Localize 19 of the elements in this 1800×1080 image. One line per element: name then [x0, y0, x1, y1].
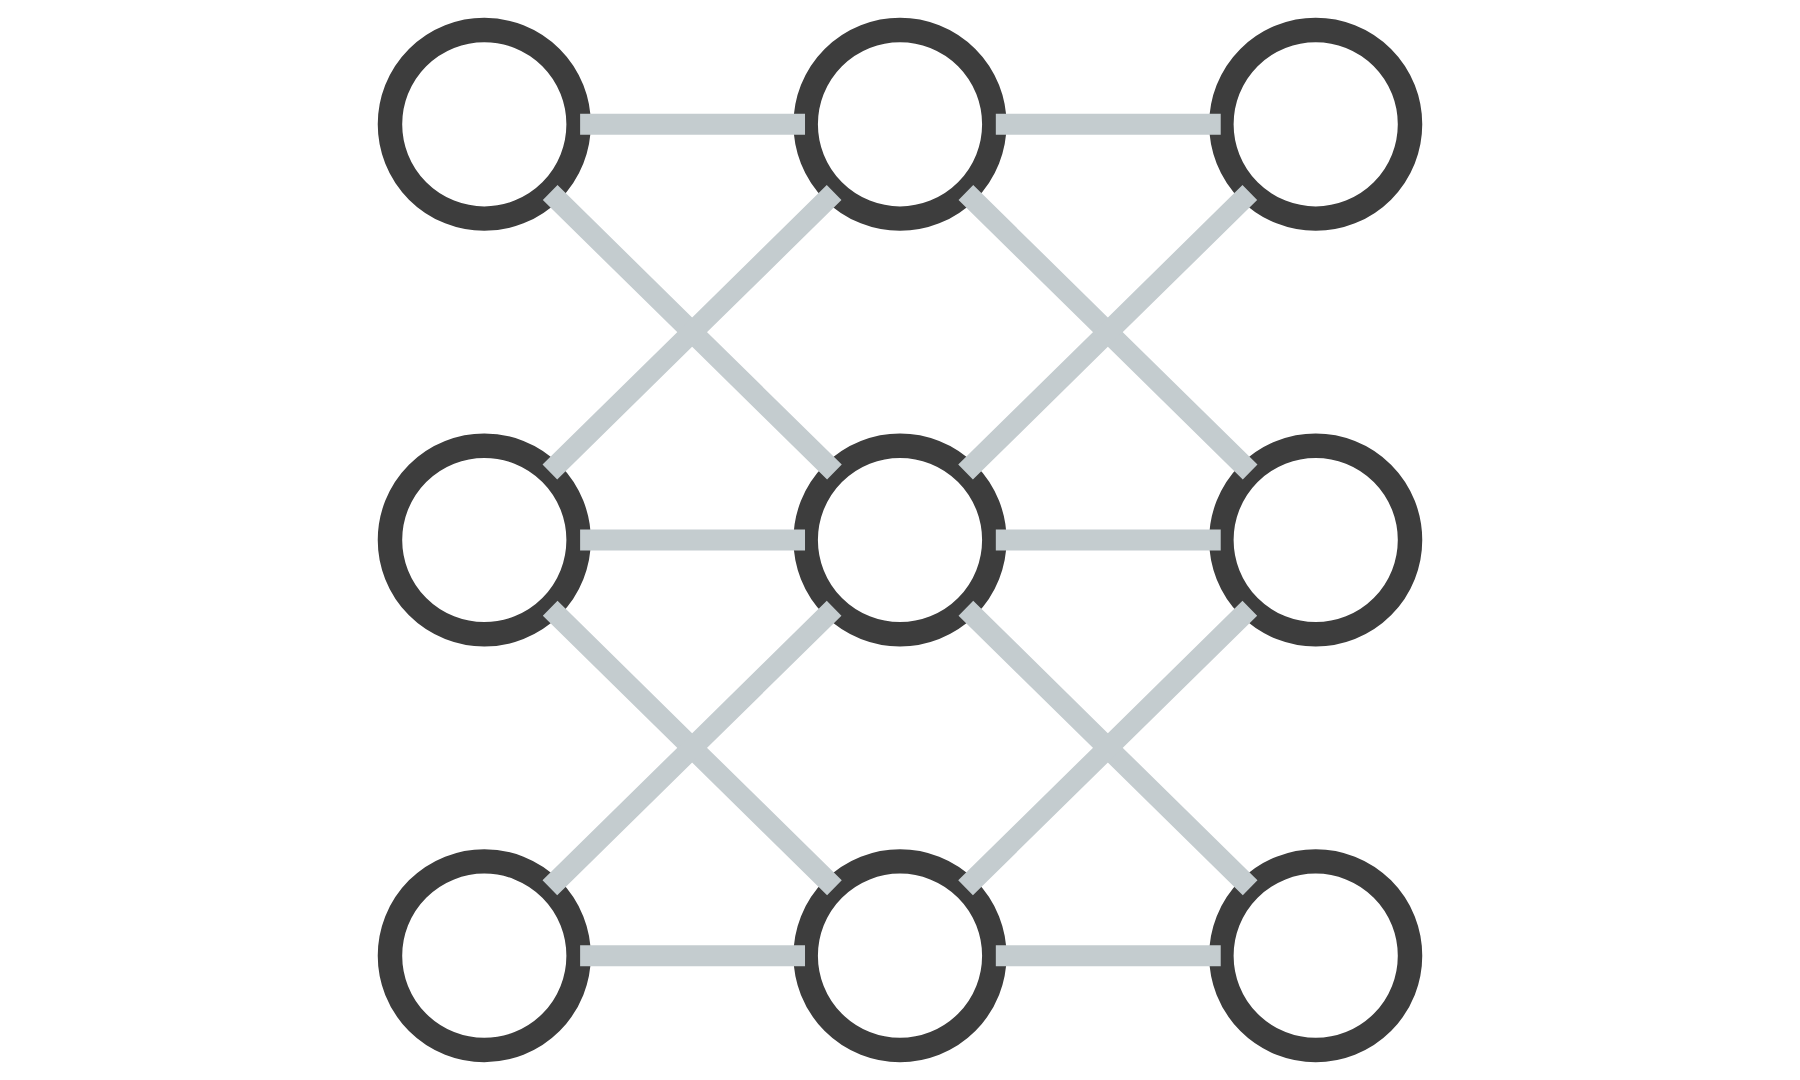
connector — [995, 945, 1221, 967]
node-circle — [793, 849, 1007, 1063]
node-circle — [1209, 17, 1423, 231]
node-circle — [377, 17, 591, 231]
connector — [580, 945, 805, 967]
connector — [958, 185, 1258, 480]
node-circle — [377, 433, 591, 647]
connector — [995, 529, 1221, 551]
node-circle — [377, 849, 591, 1063]
connector — [995, 113, 1221, 135]
connector — [542, 600, 842, 896]
connector — [958, 600, 1258, 896]
connector — [542, 185, 842, 480]
node-circle — [1209, 433, 1423, 647]
connector — [580, 529, 805, 551]
node-circle — [793, 17, 1007, 231]
node-circle — [793, 433, 1007, 647]
connector — [580, 113, 805, 135]
node-circle — [1209, 849, 1423, 1063]
